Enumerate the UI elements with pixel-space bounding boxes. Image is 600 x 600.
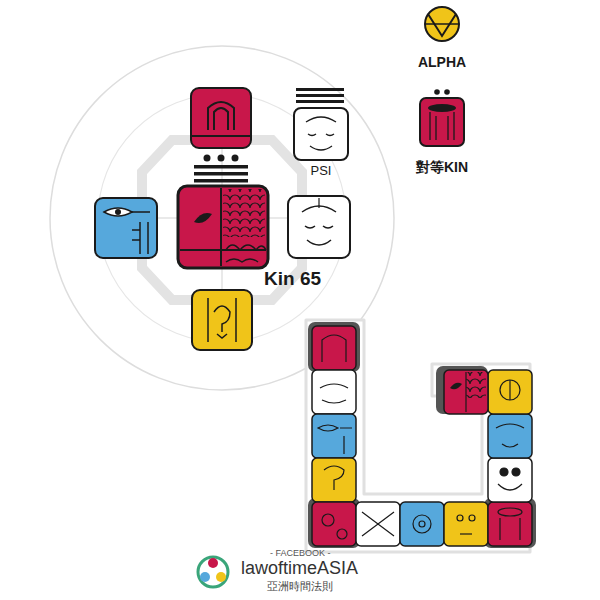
glyph-caption: ALPHA (402, 54, 482, 71)
footer-text: lawoftimeASIA (241, 559, 358, 579)
glyph-caption: Kin 65 (264, 268, 354, 291)
caption-text: PSI (296, 163, 346, 179)
glyph-caption: PSI (296, 163, 346, 179)
footer-text: 亞洲時間法則 (267, 580, 333, 592)
caption-text: ALPHA (402, 54, 482, 71)
glyph-caption: 對等KIN (397, 159, 487, 176)
caption-text: Kin 65 (264, 268, 354, 291)
caption-text: 對等KIN (397, 159, 487, 176)
footer-text: - FACEBOOK - (270, 549, 331, 559)
